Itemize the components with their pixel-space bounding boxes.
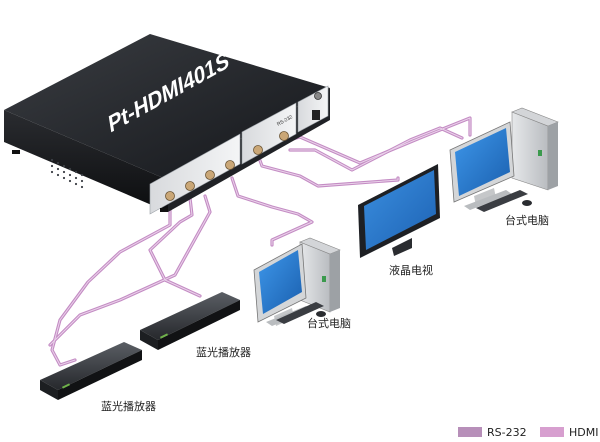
cables (48, 116, 472, 367)
legend-item-rs232: RS-232 (458, 425, 527, 439)
bluray-lower-label: 蓝光播放器 (101, 400, 156, 413)
legend-item-hdmi: HDMI (540, 425, 598, 439)
legend-swatch-hdmi (540, 427, 564, 437)
bluray-upper-label: 蓝光播放器 (196, 346, 251, 359)
lcd-tv-label: 液晶电视 (389, 264, 433, 277)
desktop-pc-right (449, 107, 559, 212)
lcd-tv (358, 164, 440, 258)
switcher-device: Pt-HDMI401S RS-232 (4, 34, 330, 215)
desktop-pc-left (253, 237, 341, 326)
hdmi-input-ports (165, 131, 289, 201)
cable-pc-left-hdmi (230, 176, 314, 247)
legend-label-hdmi: HDMI (569, 425, 599, 439)
pc-left-label: 台式电脑 (307, 317, 351, 330)
legend-swatch-rs232 (458, 427, 482, 437)
pc-right-label: 台式电脑 (505, 214, 549, 227)
cable-pc-right-hdmi (288, 126, 464, 172)
legend-label-rs232: RS-232 (487, 425, 527, 439)
bluray-player-upper (140, 292, 240, 350)
bluray-player-lower (40, 342, 142, 400)
